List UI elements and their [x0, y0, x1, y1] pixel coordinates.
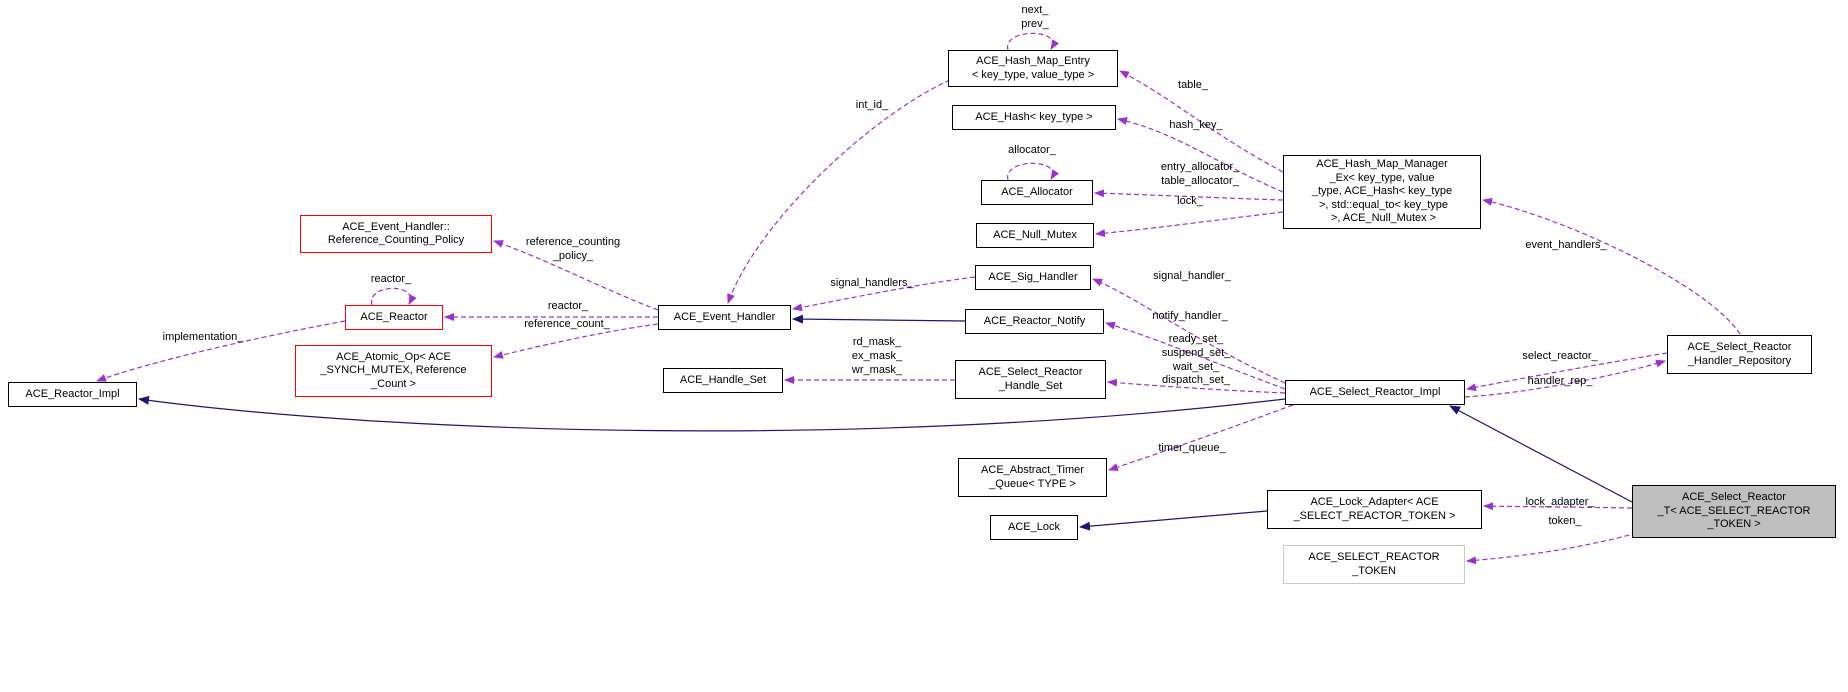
- node-ace-hash[interactable]: ACE_Hash< key_type >: [952, 105, 1116, 130]
- edge-label-lock: lock_: [1177, 195, 1203, 207]
- edge-table: [1119, 70, 1284, 173]
- edge-inherit-reactor-notify: [792, 314, 966, 324]
- node-ace-reactor-notify[interactable]: ACE_Reactor_Notify: [965, 309, 1104, 334]
- inheritance-edges: [138, 314, 1633, 531]
- edge-label-reference-count: reference_count_: [524, 318, 610, 330]
- edge-inherit-lock-adapter: [1079, 510, 1268, 531]
- node-ace-event-handler-reference-counting-policy[interactable]: ACE_Event_Handler:: Reference_Counting_P…: [300, 215, 492, 253]
- edge-lock-adapter: [1483, 502, 1633, 511]
- edge-int-id: [727, 79, 951, 304]
- node-ace-select-reactor-token: ACE_SELECT_REACTOR _TOKEN: [1283, 545, 1465, 584]
- edge-hash-key: [1117, 117, 1284, 193]
- node-ace-allocator[interactable]: ACE_Allocator: [981, 180, 1093, 205]
- edge-reference-count: [493, 323, 659, 359]
- edge-label-masks: rd_mask_ ex_mask_ wr_mask_: [851, 336, 903, 376]
- edge-label-lock-adapter: lock_adapter_: [1525, 496, 1595, 508]
- edge-label-handler-rep: handler_rep_: [1527, 375, 1593, 387]
- node-ace-select-reactor-t: ACE_Select_Reactor _T< ACE_SELECT_REACTO…: [1632, 485, 1836, 538]
- edge-signal-handlers: [792, 276, 976, 312]
- node-ace-reactor-impl[interactable]: ACE_Reactor_Impl: [8, 382, 137, 407]
- edge-label-next-prev: next_ prev_: [1021, 4, 1049, 30]
- node-ace-handle-set[interactable]: ACE_Handle_Set: [663, 368, 783, 393]
- edge-lock: [1095, 211, 1284, 238]
- node-ace-atomic-op[interactable]: ACE_Atomic_Op< ACE _SYNCH_MUTEX, Referen…: [295, 345, 492, 397]
- edge-label-reference-counting-policy: reference_counting _policy_: [525, 236, 621, 262]
- node-ace-null-mutex[interactable]: ACE_Null_Mutex: [976, 223, 1094, 248]
- edge-label-signal-handler: signal_handler_: [1153, 270, 1231, 282]
- edge-next-prev: [1007, 32, 1060, 51]
- edge-label-event-handlers: event_handlers_: [1525, 239, 1607, 251]
- node-ace-hash-map-entry[interactable]: ACE_Hash_Map_Entry < key_type, value_typ…: [948, 50, 1118, 87]
- edge-label-table: table_: [1178, 79, 1208, 91]
- edge-inherit-select-reactor-impl: [138, 395, 1286, 432]
- edge-label-reactor-self: reactor_: [370, 273, 412, 285]
- edge-label-allocator: allocator_: [1008, 144, 1056, 156]
- edge-allocator-self: [1007, 162, 1060, 181]
- node-ace-hash-map-manager-ex[interactable]: ACE_Hash_Map_Manager _Ex< key_type, valu…: [1283, 155, 1481, 229]
- edge-inherit-select-reactor-t: [1449, 405, 1633, 503]
- edge-label-timer-queue: timer_queue_: [1158, 442, 1226, 454]
- edge-label-int-id: int_id_: [855, 99, 889, 111]
- edge-label-hash-key: hash_key_: [1169, 119, 1223, 131]
- edge-event-handlers: [1482, 197, 1741, 335]
- edge-implementation: [96, 320, 346, 382]
- edge-label-notify-handler: notify_handler_: [1152, 310, 1228, 322]
- edge-label-entry-table-allocator: entry_allocator_ table_allocator_: [1160, 161, 1240, 187]
- node-ace-reactor[interactable]: ACE_Reactor: [345, 305, 443, 330]
- edge-reference-counting-policy: [493, 240, 659, 311]
- node-ace-select-reactor-impl[interactable]: ACE_Select_Reactor_Impl: [1285, 380, 1465, 405]
- usage-edges: [96, 32, 1741, 565]
- edge-token: [1466, 532, 1638, 565]
- node-ace-sig-handler[interactable]: ACE_Sig_Handler: [975, 265, 1091, 290]
- edge-reactor-self: [371, 287, 417, 306]
- edge-label-reactor: reactor_: [547, 300, 589, 312]
- edge-label-select-reactor: select_reactor_: [1522, 350, 1598, 362]
- edge-handler-rep: [1464, 359, 1666, 398]
- node-ace-abstract-timer-queue[interactable]: ACE_Abstract_Timer _Queue< TYPE >: [958, 458, 1107, 497]
- node-ace-lock-adapter[interactable]: ACE_Lock_Adapter< ACE _SELECT_REACTOR_TO…: [1267, 490, 1482, 529]
- node-ace-select-reactor-handle-set[interactable]: ACE_Select_Reactor _Handle_Set: [955, 360, 1106, 399]
- node-ace-lock[interactable]: ACE_Lock: [990, 515, 1078, 540]
- edge-label-signal-handlers: signal_handlers_: [830, 277, 914, 289]
- edge-signal-handler: [1092, 278, 1286, 384]
- edge-label-sets: ready_set_ suspend_set_ wait_set_ dispat…: [1161, 333, 1231, 387]
- edge-label-token: token_: [1548, 515, 1582, 527]
- edge-notify-handler: [1105, 321, 1286, 390]
- edge-label-implementation: implementation_: [162, 331, 244, 343]
- edge-sets: [1107, 378, 1286, 394]
- edge-timer-queue: [1108, 404, 1294, 471]
- node-ace-select-reactor-handler-repository[interactable]: ACE_Select_Reactor _Handler_Repository: [1667, 335, 1812, 374]
- node-ace-event-handler[interactable]: ACE_Event_Handler: [658, 305, 791, 330]
